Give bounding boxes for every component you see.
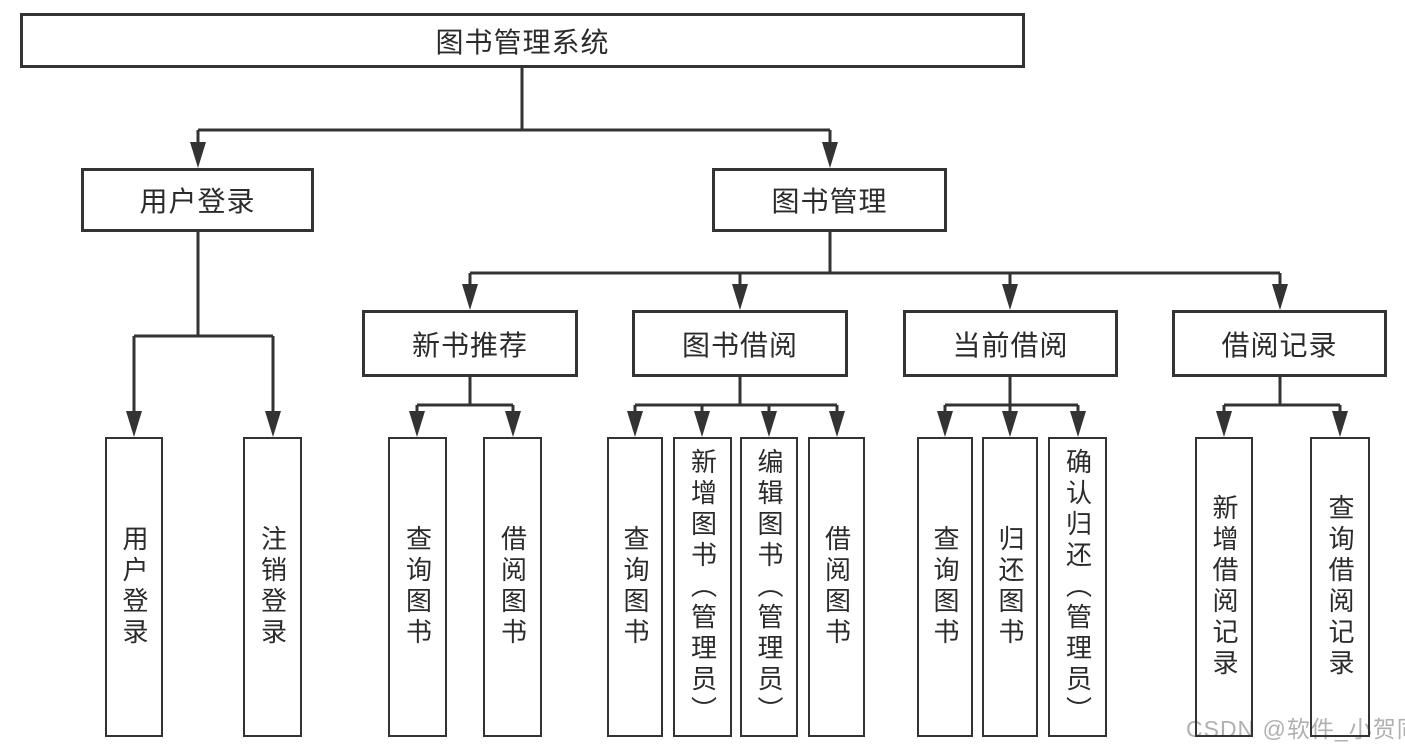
node-new-book-recommend: 新书推荐 xyxy=(362,310,578,377)
leaf-logout: 注销登录 xyxy=(243,437,302,737)
leaf-borrow-books-recommend: 借阅图书 xyxy=(483,437,542,737)
node-book-management-branch: 图书管理 xyxy=(712,168,947,232)
node-label: 借阅记录 xyxy=(1221,329,1338,361)
leaf-query-books-borrow: 查询图书 xyxy=(607,437,663,737)
node-label: 图书借阅 xyxy=(681,329,798,361)
leaf-return-books: 归还图书 xyxy=(982,437,1038,737)
node-label: 新书推荐 xyxy=(411,329,528,361)
leaf-label: 查询借阅记录 xyxy=(1325,494,1355,680)
node-current-borrow: 当前借阅 xyxy=(903,310,1118,377)
node-label: 当前借阅 xyxy=(952,329,1069,361)
arrowheads xyxy=(126,142,1348,437)
leaf-query-books-current: 查询图书 xyxy=(917,437,973,737)
node-label: 用户登录 xyxy=(139,186,256,217)
leaf-add-books-admin: 新增图书（管理员） xyxy=(673,437,732,737)
leaf-edit-books-admin: 编辑图书（管理员） xyxy=(740,437,798,737)
node-borrow-records: 借阅记录 xyxy=(1172,310,1387,377)
leaf-confirm-return-admin: 确认归还（管理员） xyxy=(1048,437,1107,737)
leaf-label: 新增借阅记录 xyxy=(1209,494,1239,680)
leaf-label: 用户登录 xyxy=(119,525,149,649)
leaf-label: 查询图书 xyxy=(930,525,960,649)
node-user-login-branch: 用户登录 xyxy=(81,168,314,232)
node-root-system: 图书管理系统 xyxy=(20,13,1025,68)
leaf-borrow-books: 借阅图书 xyxy=(808,437,865,737)
leaf-label: 确认归还（管理员） xyxy=(1062,447,1093,727)
csdn-watermark: CSDN @软件_小贺同学 xyxy=(1186,716,1405,742)
leaf-label: 编辑图书（管理员） xyxy=(754,447,784,727)
leaf-label: 归还图书 xyxy=(995,525,1025,649)
node-book-borrow: 图书借阅 xyxy=(632,310,848,377)
node-root-label: 图书管理系统 xyxy=(435,26,610,58)
leaf-add-borrow-record: 新增借阅记录 xyxy=(1195,437,1253,737)
leaf-query-books-recommend: 查询图书 xyxy=(388,437,447,737)
leaf-user-login: 用户登录 xyxy=(105,437,163,737)
leaf-label: 借阅图书 xyxy=(821,525,852,649)
leaf-label: 借阅图书 xyxy=(497,525,528,649)
leaf-label: 注销登录 xyxy=(257,525,288,649)
leaf-query-borrow-record: 查询借阅记录 xyxy=(1310,437,1370,737)
leaf-label: 新增图书（管理员） xyxy=(687,447,718,727)
node-label: 图书管理 xyxy=(771,186,888,217)
leaf-label: 查询图书 xyxy=(620,525,650,649)
leaf-label: 查询图书 xyxy=(402,525,433,649)
